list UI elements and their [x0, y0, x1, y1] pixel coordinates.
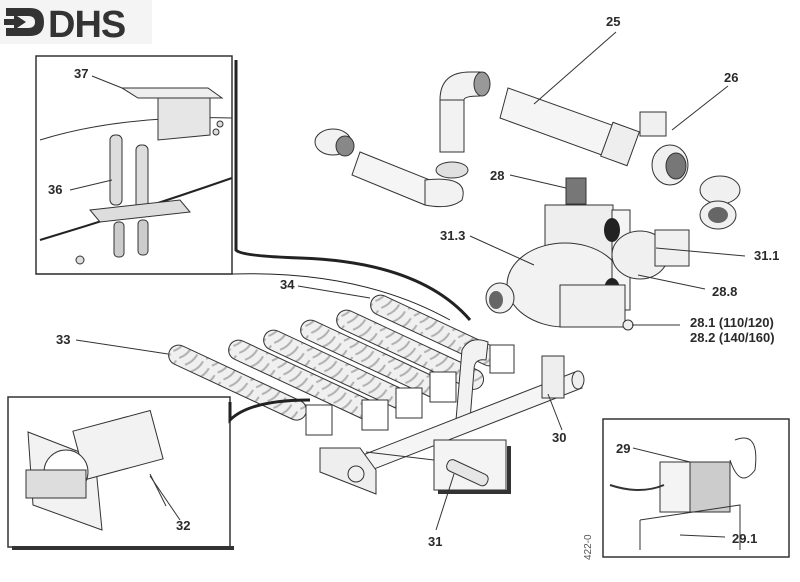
callout-31-1: 31.1: [754, 248, 780, 263]
callout-28-2: 28.2 (140/160): [690, 330, 775, 345]
pipe-fittings: [314, 71, 741, 230]
electrode-inset: [35, 55, 472, 321]
callout-36: 36: [48, 182, 63, 197]
gas-valve-assembly: [485, 177, 690, 331]
figure-code: 422-0: [583, 534, 594, 560]
callout-34: 34: [280, 277, 295, 292]
callout-29-1: 29.1: [732, 531, 758, 546]
callout-28-1: 28.1 (110/120): [690, 315, 774, 330]
leader-lines: [75, 31, 746, 531]
pilot-inset: [7, 396, 311, 550]
burner-bars: [168, 294, 515, 436]
arrow-right-icon: [4, 8, 44, 36]
callout-31-3: 31.3: [440, 228, 466, 243]
callout-28: 28: [490, 168, 505, 183]
brand-logo: DHS: [0, 0, 152, 46]
callout-37: 37: [74, 66, 89, 81]
callout-25: 25: [606, 14, 621, 29]
callout-29: 29: [616, 441, 631, 456]
gas-manifold: [319, 355, 585, 495]
callout-33: 33: [56, 332, 71, 347]
callout-28-8: 28.8: [712, 284, 738, 299]
callout-30: 30: [552, 430, 567, 445]
sensor-inset: [602, 418, 790, 558]
callout-31: 31: [428, 534, 443, 549]
callout-32: 32: [176, 518, 191, 533]
brand-name: DHS: [48, 4, 126, 46]
callout-26: 26: [724, 70, 739, 85]
